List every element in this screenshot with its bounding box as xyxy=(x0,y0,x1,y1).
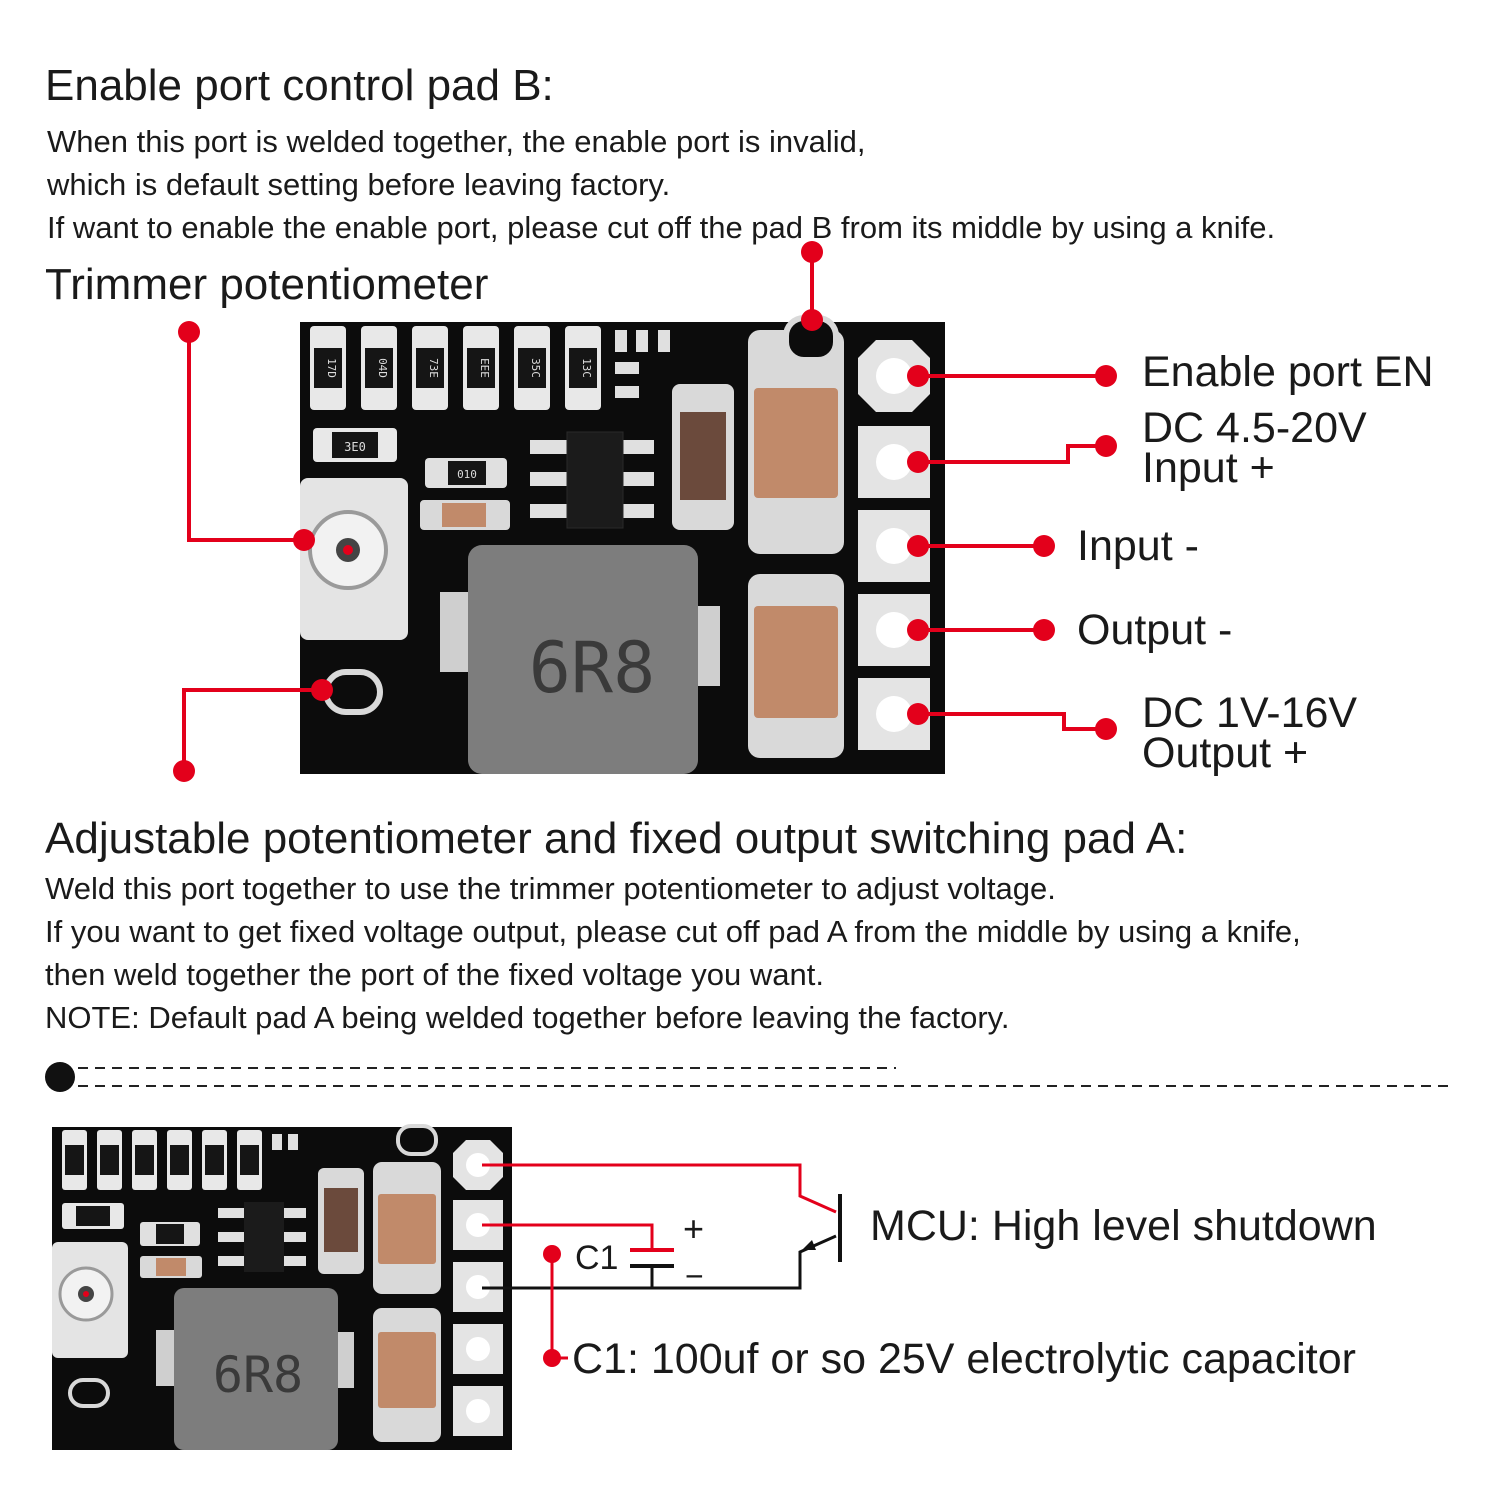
regulator-ic xyxy=(530,431,654,529)
input-plus-wire xyxy=(482,1223,654,1250)
transistor-emitter xyxy=(798,1234,837,1262)
minus-sign: − xyxy=(685,1258,704,1294)
pad-a xyxy=(323,669,383,715)
c1-label: C1 xyxy=(575,1239,619,1277)
resistor-code-4: EEE xyxy=(478,358,491,378)
resistor-6: 13C xyxy=(565,326,601,410)
pad-a-line-1: Weld this port together to use the trimm… xyxy=(45,871,1056,906)
resistor-side-code: 3E0 xyxy=(344,440,366,454)
pad-b-line-3: If want to enable the enable port, pleas… xyxy=(47,210,1276,245)
pin-label-enable: Enable port EN xyxy=(1142,348,1434,396)
pin-label-output-plus-2: Output + xyxy=(1142,729,1309,777)
diode-code: 010 xyxy=(457,468,477,481)
input-capacitor xyxy=(748,330,844,554)
pin-label-output-minus: Output - xyxy=(1077,606,1233,654)
trimmer-title: Trimmer potentiometer xyxy=(45,260,489,309)
inductor-code-bottom: 6R8 xyxy=(213,1346,303,1404)
pad-a-line-3: then weld together the port of the fixed… xyxy=(45,957,824,992)
resistor-4: EEE xyxy=(463,326,499,410)
resistor-row: 17D 04D 73E EEE 35C xyxy=(310,326,601,410)
resistor-code-3: 73E xyxy=(427,358,440,378)
callout-dots xyxy=(173,241,1117,782)
output-capacitor xyxy=(748,574,844,758)
ground-wire xyxy=(482,1262,802,1290)
en-wire xyxy=(482,1163,837,1214)
wiring-schematic xyxy=(482,1163,842,1360)
resistor-1: 17D xyxy=(310,326,346,410)
callout-lines xyxy=(182,252,1106,771)
c1-callout-dots xyxy=(543,1245,561,1367)
resistor-code-6: 13C xyxy=(580,358,593,378)
pin-label-input-minus: Input - xyxy=(1077,522,1199,570)
pad-b-title: Enable port control pad B: xyxy=(45,61,554,110)
pin-label-output-plus-1: DC 1V-16V xyxy=(1142,689,1358,737)
pad-b-line-2: which is default setting before leaving … xyxy=(47,167,671,202)
resistor-side: 3E0 xyxy=(313,428,397,462)
c1-callout-line xyxy=(550,1256,568,1360)
resistor-2: 04D xyxy=(361,326,397,410)
pin-label-input-plus-2: Input + xyxy=(1142,444,1275,492)
resistor-3: 73E xyxy=(412,326,448,410)
top-board: 17D 04D 73E EEE 35C xyxy=(300,315,945,774)
pin-label-input-plus-1: DC 4.5-20V xyxy=(1142,404,1367,452)
mcu-label: MCU: High level shutdown xyxy=(870,1202,1377,1250)
pad-a-title: Adjustable potentiometer and fixed outpu… xyxy=(45,814,1188,863)
pad-b-line-1: When this port is welded together, the e… xyxy=(47,124,866,159)
plus-sign: + xyxy=(683,1208,705,1249)
pad-a-line-2: If you want to get fixed voltage output,… xyxy=(45,914,1301,949)
diode: 010 xyxy=(425,458,507,488)
inductor: 6R8 xyxy=(440,545,720,774)
c1-note: C1: 100uf or so 25V electrolytic capacit… xyxy=(572,1335,1356,1383)
pad-a-line-4: NOTE: Default pad A being welded togethe… xyxy=(45,1000,1010,1035)
inductor-code: 6R8 xyxy=(529,627,655,709)
resistor-code-5: 35C xyxy=(529,358,542,378)
resistor-code-2: 04D xyxy=(376,358,389,378)
bottom-board: 6R8 xyxy=(52,1124,512,1450)
resistor-5: 35C xyxy=(514,326,550,410)
resistor-code-1: 17D xyxy=(325,358,338,378)
divider xyxy=(45,1062,1450,1092)
trimmer-potentiometer xyxy=(300,478,408,640)
